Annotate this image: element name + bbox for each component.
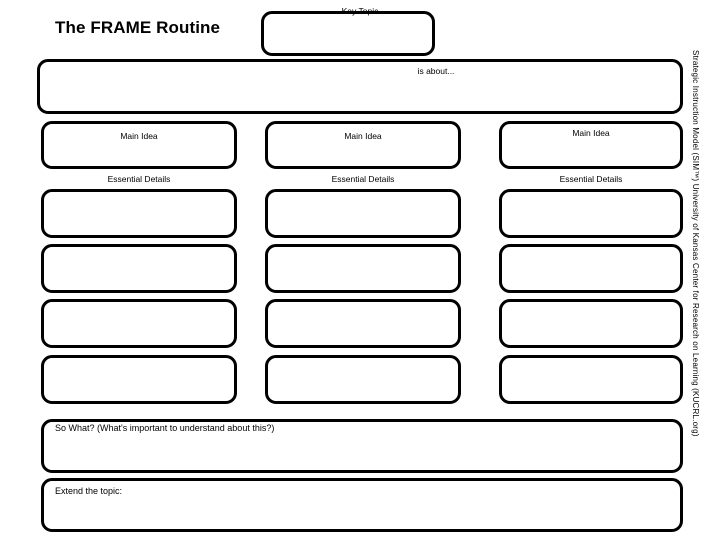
main-idea-input-1[interactable] <box>41 121 237 169</box>
detail-input-c1-r2[interactable] <box>41 244 237 293</box>
key-topic-label: Key Topic <box>341 6 379 16</box>
main-idea-label-1: Main Idea <box>120 131 158 141</box>
detail-input-c3-r4[interactable] <box>499 355 683 404</box>
so-what-input[interactable] <box>41 419 683 473</box>
essential-details-label-1: Essential Details <box>107 174 171 184</box>
main-idea-label-3: Main Idea <box>572 128 610 138</box>
detail-input-c1-r1[interactable] <box>41 189 237 238</box>
main-idea-input-2[interactable] <box>265 121 461 169</box>
essential-details-label-2: Essential Details <box>331 174 395 184</box>
detail-input-c2-r2[interactable] <box>265 244 461 293</box>
key-topic-input[interactable] <box>261 11 435 56</box>
is-about-label: is about... <box>417 66 455 76</box>
main-idea-input-3[interactable] <box>499 121 683 169</box>
detail-input-c1-r4[interactable] <box>41 355 237 404</box>
detail-input-c1-r3[interactable] <box>41 299 237 348</box>
detail-input-c2-r1[interactable] <box>265 189 461 238</box>
essential-details-label-3: Essential Details <box>559 174 623 184</box>
extend-topic-label: Extend the topic: <box>55 486 123 496</box>
extend-topic-input[interactable] <box>41 478 683 532</box>
main-idea-label-2: Main Idea <box>344 131 382 141</box>
detail-input-c2-r3[interactable] <box>265 299 461 348</box>
attribution-text: Strategic Instruction Model (SIM™) Unive… <box>691 50 700 437</box>
is-about-input[interactable] <box>37 59 683 114</box>
page-title: The FRAME Routine <box>55 18 221 37</box>
detail-input-c3-r2[interactable] <box>499 244 683 293</box>
so-what-label: So What? (What's important to understand… <box>55 423 275 433</box>
detail-input-c3-r1[interactable] <box>499 189 683 238</box>
detail-input-c3-r3[interactable] <box>499 299 683 348</box>
detail-input-c2-r4[interactable] <box>265 355 461 404</box>
